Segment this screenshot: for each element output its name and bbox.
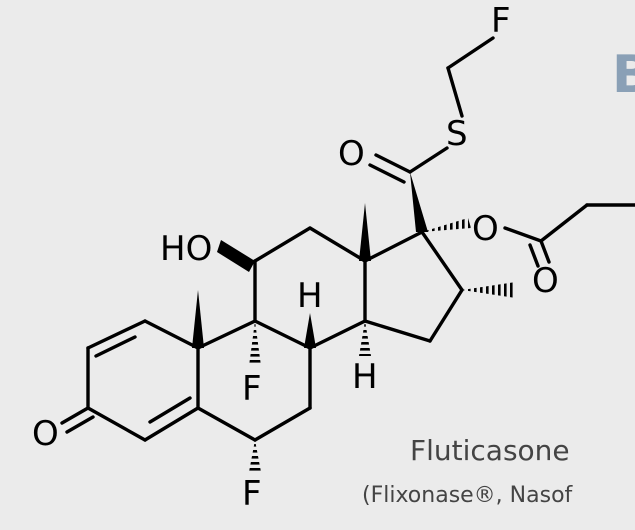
propionate-ester <box>422 203 635 268</box>
c13-methyl-wedge <box>359 203 371 261</box>
slide-heading-letter: B <box>612 45 635 105</box>
thioester-chain <box>368 36 495 232</box>
c16-methyl-hash <box>462 282 516 298</box>
h14-label: H <box>352 357 378 397</box>
h8-label: H <box>297 276 323 316</box>
c6-f-hash <box>249 440 261 472</box>
c6-fluorine-label: F <box>242 474 262 514</box>
c14-h-hash <box>359 321 371 356</box>
fluoromethyl-fluorine-label: F <box>491 1 511 41</box>
sulfur-label: S <box>446 114 468 154</box>
compound-name: Fluticasone <box>410 434 570 467</box>
brand-names: (Flixonase®, Nasof <box>362 483 573 508</box>
ring-d <box>363 230 464 343</box>
ketone-oxygen-label: O <box>32 414 59 454</box>
hydroxyl-label: HO <box>160 229 212 269</box>
c11-hydroxyl-wedge <box>217 240 255 272</box>
ester-oxygen-label: O <box>472 209 499 249</box>
propionate-oxygen-label: O <box>532 261 559 301</box>
ring-c <box>253 226 367 350</box>
ring-b <box>196 319 312 442</box>
c9-f-hash <box>249 321 261 366</box>
c9-fluorine-label: F <box>242 369 262 409</box>
thioester-oxygen-label: O <box>338 134 365 174</box>
ring-a <box>60 319 200 442</box>
c10-methyl-wedge <box>192 290 204 348</box>
c8-h-wedge <box>304 313 316 348</box>
